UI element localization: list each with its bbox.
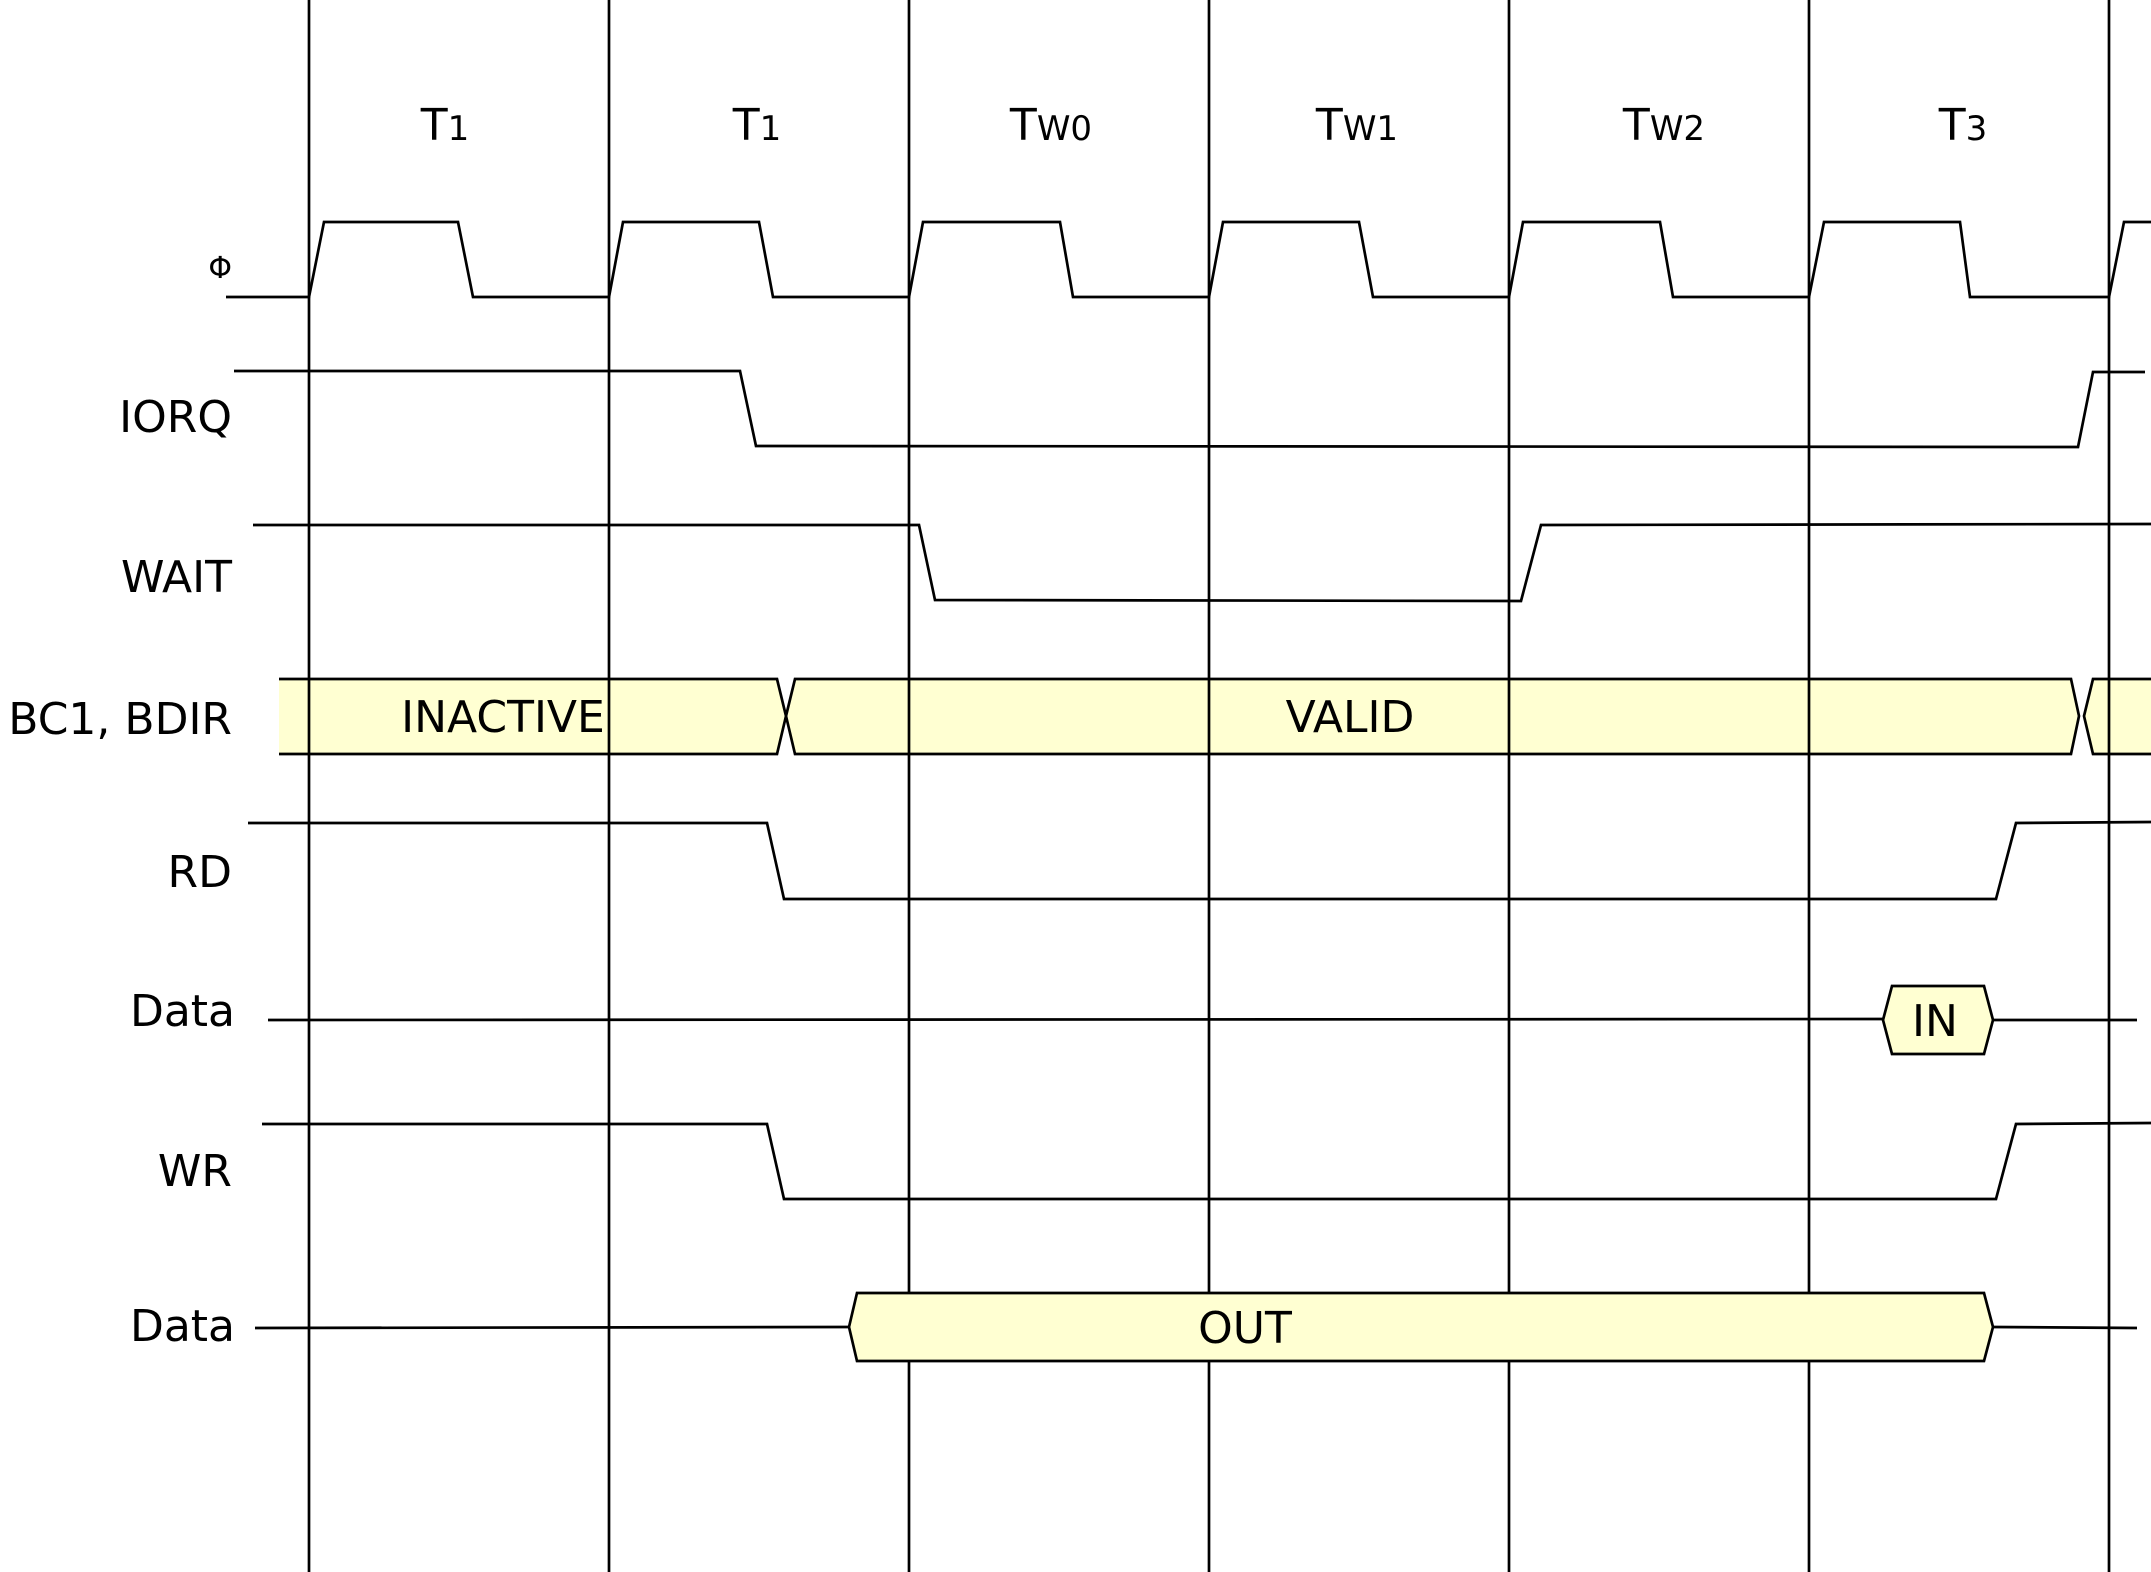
phi-clock-waveform <box>226 220 2151 299</box>
data-out-idle-line <box>1992 1325 2138 1330</box>
signal-label-rd: RD <box>168 847 232 898</box>
phase-label: T1 <box>420 100 470 151</box>
phase-label: TW2 <box>1622 100 1705 151</box>
signal-label-phi: Φ <box>208 251 232 286</box>
signal-labels: Φ IORQ WAIT BC1, BDIR RD Data WR Data <box>8 251 235 1352</box>
iorq-waveform <box>234 369 2145 449</box>
signal-label-wait: WAIT <box>121 552 232 603</box>
data-in-idle-line <box>267 1017 1884 1022</box>
bus-label-out: OUT <box>1198 1303 1292 1354</box>
signal-label-bc1-bdir: BC1, BDIR <box>8 694 232 745</box>
bus-label-valid: VALID <box>1286 692 1415 743</box>
bc1-bdir-bus: INACTIVE VALID <box>279 677 2151 756</box>
signal-label-iorq: IORQ <box>119 392 232 443</box>
rd-waveform <box>248 820 2151 901</box>
wait-waveform <box>253 522 2151 603</box>
phase-label: TW0 <box>1009 100 1092 151</box>
bus-next-outline <box>2082 677 2151 756</box>
bus-valid-outline <box>784 677 2081 756</box>
signal-label-data-out: Data <box>130 1301 235 1352</box>
signal-label-data-in: Data <box>130 986 235 1037</box>
bus-label-inactive: INACTIVE <box>401 692 605 743</box>
signal-label-wr: WR <box>158 1146 232 1197</box>
phase-label: T1 <box>732 100 782 151</box>
phase-label: T3 <box>1938 100 1988 151</box>
bus-out-outline <box>847 1291 1995 1363</box>
data-out-bus: OUT <box>254 1291 2138 1363</box>
bus-label-in: IN <box>1912 996 1958 1047</box>
data-out-idle-line <box>254 1325 850 1330</box>
wr-waveform <box>262 1121 2151 1201</box>
data-in-bus: IN <box>267 984 2137 1056</box>
phase-labels: T1 T1 TW0 TW1 TW2 T3 <box>420 100 1988 151</box>
phase-label: TW1 <box>1315 100 1398 151</box>
